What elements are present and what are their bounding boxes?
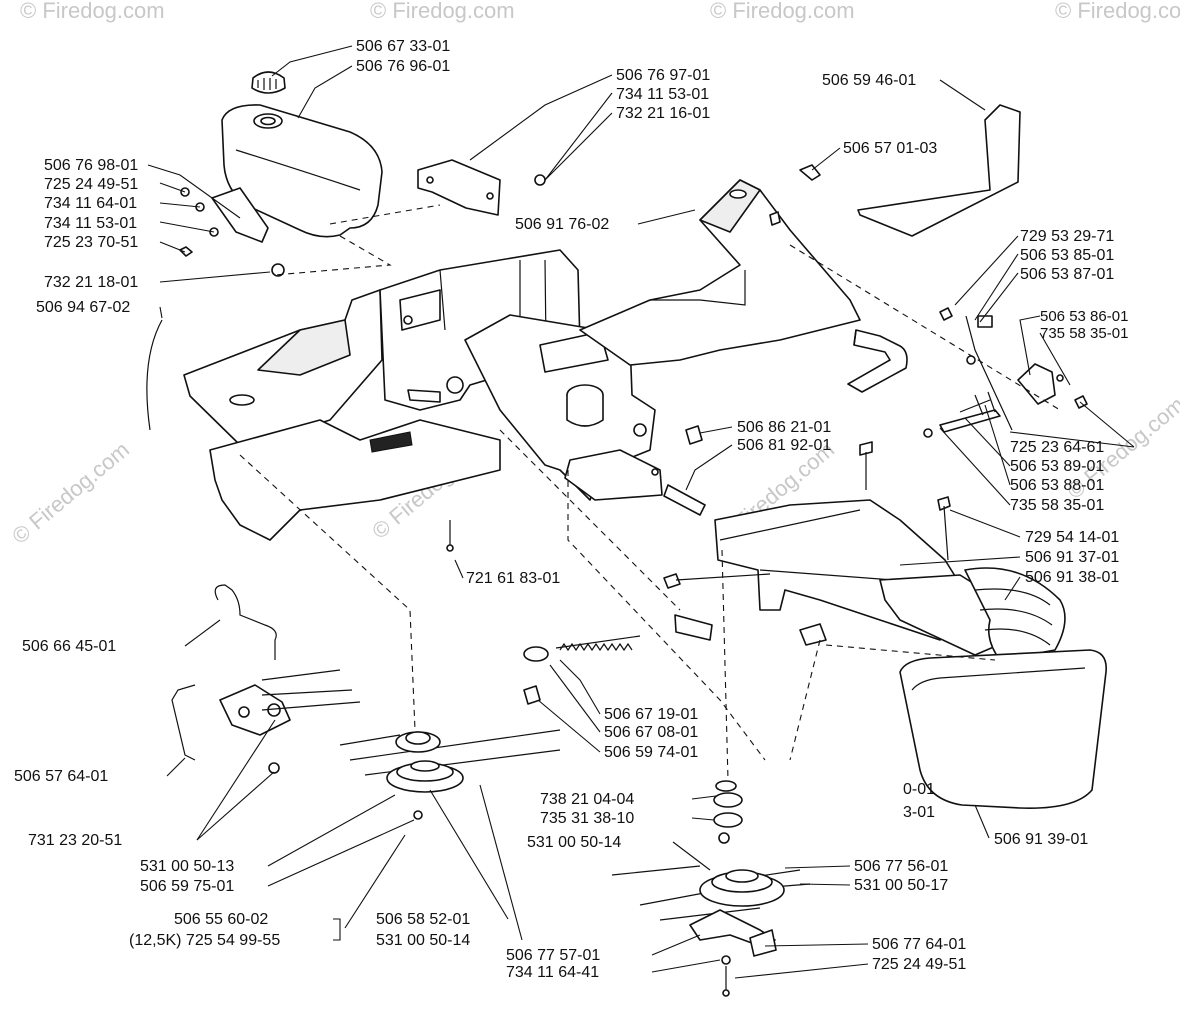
part-label-725-23-70-51: 725 23 70-51 [44, 234, 138, 251]
part-label-732-21-16-01: 732 21 16-01 [616, 105, 710, 122]
part-label-735-58-35-01-bottom: 735 58 35-01 [1010, 497, 1104, 514]
part-label-506-76-98-01: 506 76 98-01 [44, 157, 138, 174]
part-label-729-53-29-71: 729 53 29-71 [1020, 228, 1114, 245]
part-label-506-67-33-01: 506 67 33-01 [356, 38, 450, 55]
pulley-assembly-right [611, 780, 811, 997]
part-label-506-55-60-02: 506 55 60-02 [174, 911, 268, 928]
part-label-725-23-64-61: 725 23 64-61 [1010, 439, 1104, 456]
part-label-721-61-83-01: 721 61 83-01 [466, 570, 560, 587]
part-label-734-11-64-01: 734 11 64-01 [44, 195, 137, 212]
right-side-parts [663, 164, 1107, 809]
part-label-506-86-21-01: 506 86 21-01 [737, 419, 831, 436]
part-label-506-91-39-01: 506 91 39-01 [994, 831, 1088, 848]
part-label-506-67-08-01: 506 67 08-01 [604, 724, 698, 741]
part-label-531-00-50-14-right: 531 00 50-14 [527, 834, 621, 851]
part-label-506-91-38-01: 506 91 38-01 [1025, 569, 1119, 586]
part-label-725-24-49-51-top: 725 24 49-51 [44, 176, 138, 193]
part-label-506-76-97-01: 506 76 97-01 [616, 67, 710, 84]
part-label-506-59-46-01: 506 59 46-01 [822, 72, 916, 89]
part-label-734-11-53-01-left: 734 11 53-01 [44, 215, 137, 232]
part-label-506-53-87-01: 506 53 87-01 [1020, 266, 1114, 283]
part-label-506-67-19-01: 506 67 19-01 [604, 706, 698, 723]
part-label-725-24-49-51-bottom: 725 24 49-51 [872, 956, 966, 973]
part-label-506-53-88-01: 506 53 88-01 [1010, 477, 1104, 494]
tension-spring [523, 614, 713, 705]
part-label-506-94-67-02: 506 94 67-02 [36, 299, 130, 316]
lower-left-parts [146, 319, 454, 774]
part-label-735-31-38-10: 735 31 38-10 [540, 810, 634, 827]
tank-brackets [179, 159, 546, 277]
part-label-734-11-64-41: 734 11 64-41 [506, 964, 599, 981]
part-label-735-58-35-01-top: 735 58 35-01 [1040, 325, 1128, 342]
part-label-506-81-92-01: 506 81 92-01 [737, 437, 831, 454]
watermark-1: © Firedog.com [20, 0, 165, 23]
watermark-3: © Firedog.com [710, 0, 855, 23]
part-label-725-54-99-55: (12,5K) 725 54 99-55 [129, 932, 280, 949]
part-label-506-53-86-01: 506 53 86-01 [1040, 308, 1128, 325]
leader-lines [147, 45, 1135, 979]
part-label-731-23-20-51: 731 23 20-51 [28, 832, 122, 849]
part-label-506-58-52-01: 506 58 52-01 [376, 911, 470, 928]
part-label-506-91-37-01: 506 91 37-01 [1025, 549, 1119, 566]
part-label-531-00-50-17: 531 00 50-17 [854, 877, 948, 894]
part-label-506-57-01-03: 506 57 01-03 [843, 140, 937, 157]
part-label-506-77-57-01: 506 77 57-01 [506, 947, 600, 964]
part-label-506-66-45-01: 506 66 45-01 [22, 638, 116, 655]
pulley-assembly-left [339, 729, 561, 820]
part-label-506-59-75-01: 506 59 75-01 [140, 878, 234, 895]
part-label-732-21-18-01: 732 21 18-01 [44, 274, 138, 291]
part-labels: 506 67 33-01 506 76 96-01 506 76 97-01 7… [14, 38, 1128, 981]
fuel-cap [251, 71, 286, 94]
part-label-506-53-89-01: 506 53 89-01 [1010, 458, 1104, 475]
part-label-738-21-04-04: 738 21 04-04 [540, 791, 634, 808]
part-label-506-59-74-01: 506 59 74-01 [604, 744, 698, 761]
part-label-partial-3-01: 3-01 [903, 804, 935, 821]
part-label-531-00-50-13: 531 00 50-13 [140, 858, 234, 875]
part-label-506-53-85-01: 506 53 85-01 [1020, 247, 1114, 264]
part-label-734-11-53-01-top: 734 11 53-01 [616, 86, 709, 103]
watermark-2: © Firedog.com [370, 0, 515, 23]
part-label-506-91-76-02: 506 91 76-02 [515, 216, 609, 233]
main-frame [183, 104, 1021, 541]
watermark-4: © Firedog.com [1055, 0, 1180, 23]
part-label-531-00-50-14-left: 531 00 50-14 [376, 932, 470, 949]
watermark-5: © Firedog.com [7, 437, 134, 549]
part-label-729-54-14-01: 729 54 14-01 [1025, 529, 1119, 546]
fuel-tank [221, 104, 383, 238]
part-label-partial-0-01: 0-01 [903, 781, 935, 798]
part-label-506-77-56-01: 506 77 56-01 [854, 858, 948, 875]
part-label-506-76-96-01: 506 76 96-01 [356, 58, 450, 75]
part-label-506-57-64-01: 506 57 64-01 [14, 768, 108, 785]
part-label-506-77-64-01: 506 77 64-01 [872, 936, 966, 953]
